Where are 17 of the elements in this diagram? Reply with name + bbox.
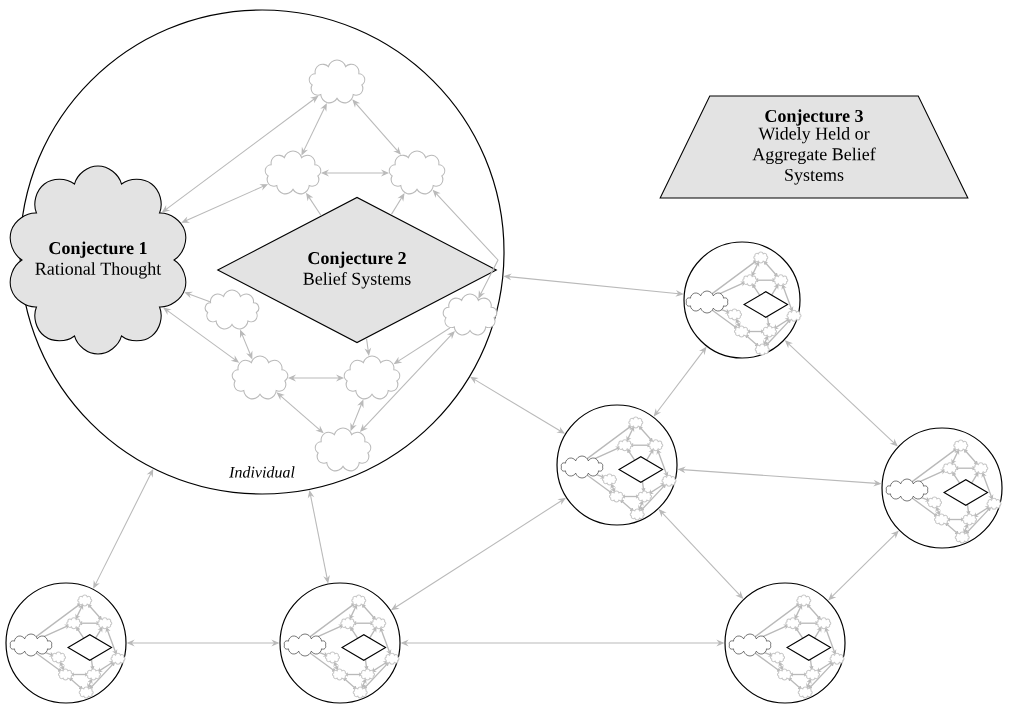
cloud-shape xyxy=(314,427,372,472)
conjecture-trapezoid: Conjecture 3 Widely Held or Aggregate Belief Systems xyxy=(659,95,969,199)
cloud-shape xyxy=(264,150,322,195)
conjecture-cloud: Conjecture 1 Rational Thought xyxy=(9,165,187,355)
arrow xyxy=(390,193,405,216)
cloud-shape xyxy=(308,59,366,104)
network-circle xyxy=(556,404,678,526)
network-circle xyxy=(5,582,127,704)
cloud-shape xyxy=(204,289,260,330)
network-circle xyxy=(881,427,1003,549)
cloud-shape xyxy=(343,355,401,400)
cloud-shape xyxy=(231,355,289,400)
network-circle xyxy=(279,582,401,704)
cloud-shape xyxy=(388,150,446,195)
arrow xyxy=(184,291,211,303)
network-circle xyxy=(724,582,846,704)
cloud-shape xyxy=(442,293,498,336)
